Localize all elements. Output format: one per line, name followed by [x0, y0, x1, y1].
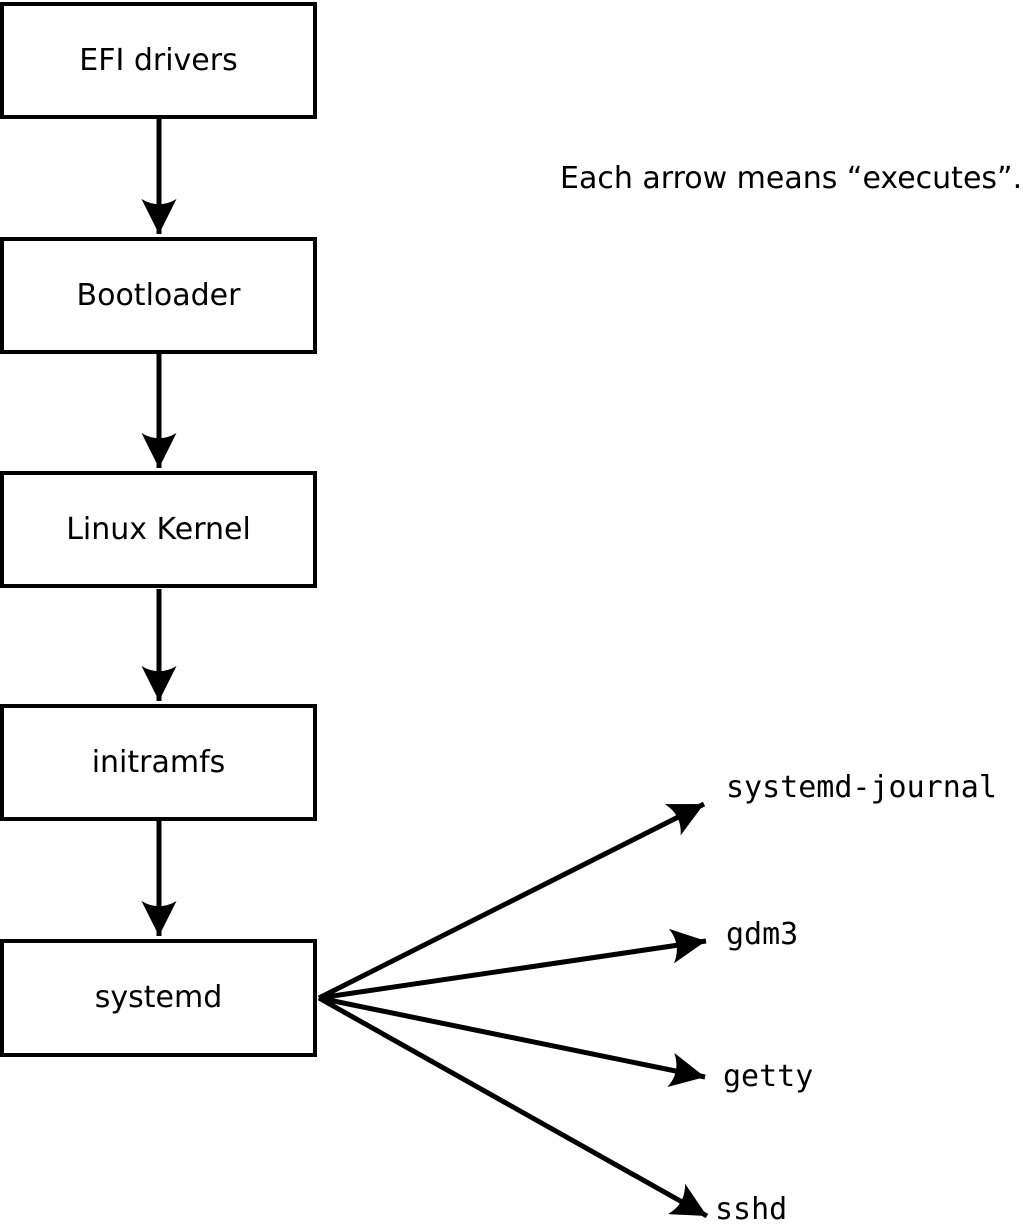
node-bootloader-label: Bootloader: [76, 277, 241, 313]
node-bootloader: Bootloader: [0, 237, 317, 354]
node-linux-kernel: Linux Kernel: [0, 471, 317, 588]
node-initramfs-label: initramfs: [91, 744, 226, 780]
node-initramfs: initramfs: [0, 704, 317, 821]
arrow-systemd-to-getty-icon: [318, 995, 706, 1088]
process-getty-label: getty: [723, 1059, 814, 1094]
node-systemd: systemd: [0, 939, 317, 1057]
node-efi-drivers-label: EFI drivers: [79, 42, 238, 78]
node-efi-drivers: EFI drivers: [0, 2, 317, 119]
node-systemd-label: systemd: [94, 980, 223, 1015]
process-sshd-label: sshd: [715, 1192, 788, 1227]
node-linux-kernel-label: Linux Kernel: [66, 511, 251, 547]
arrow-meaning-note: Each arrow means “executes”.: [560, 161, 1023, 196]
arrow-systemd-to-journal-icon: [317, 801, 706, 1001]
arrow-systemd-to-sshd-icon: [317, 995, 709, 1219]
process-systemd-journal-label: systemd-journal: [726, 770, 997, 805]
arrow-systemd-to-gdm3-icon: [318, 928, 707, 1001]
process-gdm3-label: gdm3: [726, 917, 799, 952]
